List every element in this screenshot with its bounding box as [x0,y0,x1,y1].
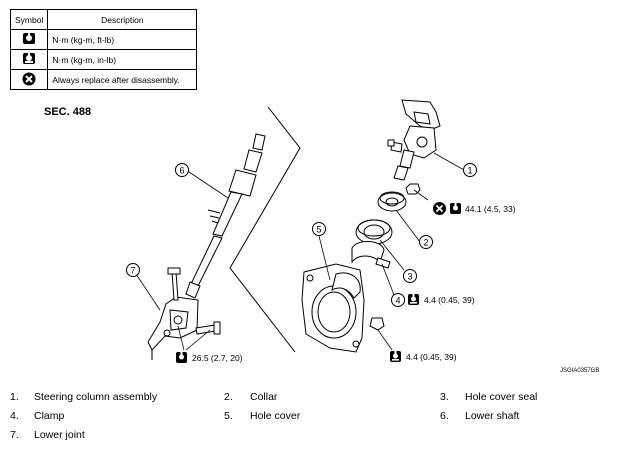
part-name: Collar [250,391,278,403]
steering-column-drawing [387,99,441,181]
torque-spec-column-nut: 44.1 (4.5, 33) [433,202,516,215]
part-name: Clamp [34,410,65,422]
replace-x-icon [22,72,36,85]
part-number: 3. [440,391,449,403]
torque-wrench-inlb-icon [23,52,36,64]
svg-text:2: 2 [423,238,428,248]
callout-4: 4 [391,293,405,307]
hole-cover-drawing [301,263,365,353]
clamp-drawing [351,241,391,269]
svg-text:7: 7 [130,266,135,276]
torque-spec-hole-cover: 4.4 (0.45, 39) [390,351,457,362]
legend-desc-3: Always replace after disassembly. [47,69,198,90]
collar-drawing [377,191,407,212]
svg-text:1: 1 [467,166,472,176]
part-number: 7. [10,429,19,441]
torque-spec-clamp: 4.4 (0.45, 39) [408,294,475,305]
svg-text:6: 6 [179,166,184,176]
callout-7: 7 [126,263,140,277]
svg-text:4: 4 [395,296,400,306]
svg-text:5: 5 [316,225,321,235]
hole-cover-seal-drawing [355,219,393,245]
part-number: 6. [440,410,449,422]
lower-shaft-drawing [185,133,266,299]
callout-6: 6 [175,163,189,177]
part-number: 5. [224,410,233,422]
callout-3: 3 [403,269,417,283]
part-number: 1. [10,391,19,403]
svg-text:4.4 (0.45, 39): 4.4 (0.45, 39) [406,352,457,362]
part-name: Hole cover seal [465,391,538,403]
torque-wrench-icon [23,32,36,44]
lower-joint-drawing [147,267,221,360]
section-label: SEC. 488 [44,106,92,118]
part-number: 2. [224,391,233,403]
part-name: Steering column assembly [34,391,158,403]
symbol-legend-table: Symbol Description N·m (kg-m, ft-lb) N·m… [9,9,198,90]
part-number: 4. [10,410,19,422]
parts-row: 7. Lower joint [10,429,610,448]
torque-spec-lower-joint: 26.5 (2.7, 20) [176,352,243,363]
firewall-boundary-line [229,106,301,353]
svg-text:4.4 (0.45, 39): 4.4 (0.45, 39) [424,295,475,305]
svg-text:3: 3 [407,272,412,282]
callout-5: 5 [312,222,326,236]
parts-list: 1. Steering column assembly 2. Collar 3.… [10,391,610,448]
svg-text:44.1 (4.5, 33): 44.1 (4.5, 33) [465,204,516,214]
part-name: Lower shaft [465,410,520,422]
parts-row: 4. Clamp 5. Hole cover 6. Lower shaft [10,410,610,429]
hole-cover-bolt-drawing [369,317,385,331]
part-name: Lower joint [34,429,85,441]
svg-text:26.5 (2.7, 20): 26.5 (2.7, 20) [192,353,243,363]
part-name: Hole cover [250,410,301,422]
callout-1: 1 [463,163,477,177]
parts-row: 1. Steering column assembly 2. Collar 3.… [10,391,610,410]
leader-lines [133,152,465,351]
figure-code: JSGIA0357GB [560,368,599,374]
callout-2: 2 [419,235,433,249]
